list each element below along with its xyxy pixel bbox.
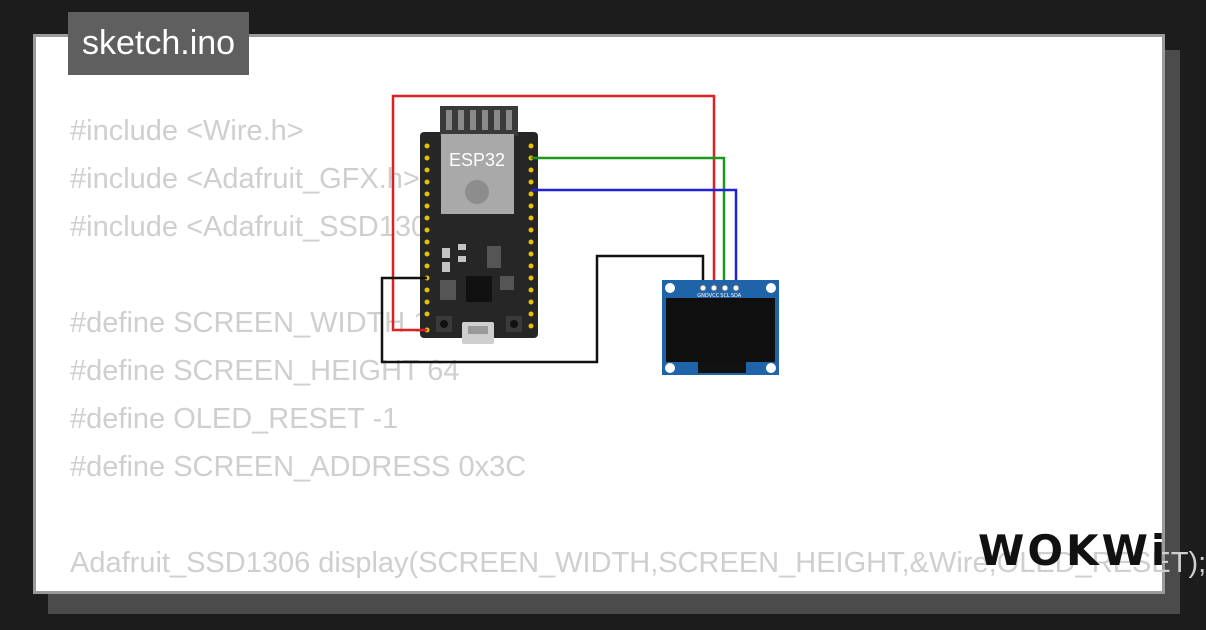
file-tab[interactable]: sketch.ino [68, 12, 250, 75]
en-button-icon [440, 320, 448, 328]
code-line: #include <Wire.h> [70, 115, 304, 147]
wire-scl[interactable] [531, 156, 726, 288]
oled-pin-label: SCL [720, 293, 730, 299]
wokwi-logo: WOKWi [978, 526, 1169, 575]
code-line: #define SCREEN_ADDRESS 0x3C [70, 451, 527, 483]
wires [380, 94, 738, 364]
esp32-right-pins [528, 143, 534, 329]
wire-sda[interactable] [531, 188, 738, 288]
code-line: Adafruit_SSD1306 display(SCREEN_WIDTH,SC… [70, 547, 1206, 579]
wire-gnd[interactable] [380, 254, 705, 364]
preview-card: #include <Wire.h> #include <Adafruit_GFX.… [33, 34, 1206, 594]
oled-pin-label: VCC [709, 293, 720, 299]
esp32-left-pins [424, 143, 430, 333]
oled-display[interactable]: GND VCC SCL SDA [662, 280, 779, 375]
espressif-logo-icon [465, 180, 489, 204]
oled-pin-label: GND [697, 293, 709, 299]
code-line: #define SCREEN_HEIGHT 64 [70, 355, 460, 387]
boot-button-icon [510, 320, 518, 328]
oled-screen [666, 298, 775, 362]
code-line: #include <Adafruit_GFX.h> [70, 163, 420, 195]
wire-vcc[interactable] [391, 94, 716, 332]
code-line: #define OLED_RESET -1 [70, 403, 399, 435]
esp32-label: ESP32 [449, 150, 505, 170]
esp32-board[interactable]: ESP32 [420, 106, 538, 344]
oled-pin-label: SDA [731, 293, 742, 299]
